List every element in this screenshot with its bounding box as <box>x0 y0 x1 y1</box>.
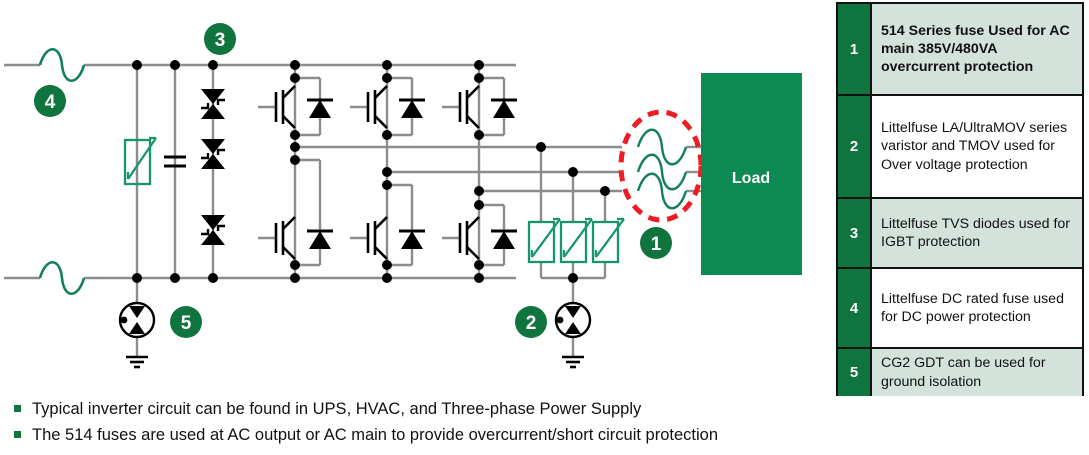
fuse-ac-c <box>636 172 688 210</box>
bullet-notes: Typical inverter circuit can be found in… <box>0 398 1089 455</box>
legend-row: 3 Littelfuse TVS diodes used for IGBT pr… <box>838 199 1082 269</box>
varistor-phase-c <box>591 217 625 264</box>
legend-row: 2 Littelfuse LA/UltraMOV series varistor… <box>838 96 1082 199</box>
callout-badge-3: 3 <box>204 23 236 55</box>
bullet-square-icon <box>14 430 21 438</box>
legend-description: Littelfuse DC rated fuse used for DC pow… <box>872 269 1082 347</box>
legend-number: 2 <box>838 96 872 197</box>
ac-output-fuses <box>636 128 688 210</box>
igbt-symbols <box>274 85 480 260</box>
bullet-square-icon <box>14 405 21 412</box>
legend-number: 5 <box>838 349 872 396</box>
diode-a2 <box>307 229 333 249</box>
legend-row: 4 Littelfuse DC rated fuse used for DC p… <box>838 269 1082 349</box>
dc-varistor <box>123 136 157 186</box>
diode-a1 <box>307 98 333 118</box>
load-label: Load <box>732 170 770 187</box>
load-block: Load <box>701 73 802 275</box>
tvs-diode-1 <box>201 89 225 119</box>
bullet-item: Typical inverter circuit can be found in… <box>0 398 1089 422</box>
callout-3-label: 3 <box>215 30 226 51</box>
fuse-dc-negative <box>38 261 86 295</box>
dc-capacitor <box>164 155 186 168</box>
varistor-phase-b <box>559 217 593 264</box>
legend-description: 514 Series fuse Used for AC main 385V/48… <box>872 4 1082 94</box>
diode-c1 <box>491 98 517 118</box>
legend-table: 1 514 Series fuse Used for AC main 385V/… <box>836 2 1084 396</box>
callout-badge-1: 1 <box>640 227 672 259</box>
fuse-ac-b <box>636 153 688 191</box>
fuse-ac-a <box>636 128 688 166</box>
circuit-diagram: Load 4 3 5 2 1 <box>4 23 802 369</box>
bullet-text: The 514 fuses are used at AC output or A… <box>32 425 719 444</box>
callout-4-label: 4 <box>45 92 56 113</box>
legend-description: Littelfuse TVS diodes used for IGBT prot… <box>872 199 1082 267</box>
legend-number: 1 <box>838 4 872 94</box>
freewheeling-diodes <box>307 98 517 249</box>
varistor-phase-a <box>527 217 561 264</box>
fuse-dc-positive <box>38 48 86 82</box>
legend-number: 4 <box>838 269 872 347</box>
bullet-item: The 514 fuses are used at AC output or A… <box>0 424 1089 448</box>
legend-row: 1 514 Series fuse Used for AC main 385V/… <box>838 4 1082 96</box>
gdt-left <box>118 301 156 369</box>
tvs-diode-3 <box>201 215 225 245</box>
diode-b2 <box>399 229 425 249</box>
tvs-diode-stack <box>201 89 225 245</box>
output-varistors <box>527 217 625 264</box>
callout-badge-5: 5 <box>170 306 202 338</box>
diode-c2 <box>491 229 517 249</box>
legend-number: 3 <box>838 199 872 267</box>
junction-dots <box>132 60 610 283</box>
gdt-right <box>554 301 592 369</box>
callout-5-label: 5 <box>181 313 192 334</box>
diode-b1 <box>399 98 425 118</box>
legend-description: CG2 GDT can be used for ground isolation <box>872 349 1082 396</box>
callout-1-label: 1 <box>651 234 662 255</box>
wire-network <box>4 63 701 357</box>
callout-badge-2: 2 <box>515 306 547 338</box>
callout-2-label: 2 <box>526 313 537 334</box>
callout-badges: 4 3 5 2 1 <box>34 23 672 338</box>
legend-description: Littelfuse LA/UltraMOV series varistor a… <box>872 96 1082 197</box>
bullet-text: Typical inverter circuit can be found in… <box>32 400 642 418</box>
dc-input-fuses <box>38 48 86 295</box>
legend-row: 5 CG2 GDT can be used for ground isolati… <box>838 349 1082 396</box>
callout-badge-4: 4 <box>34 85 66 117</box>
tvs-diode-2 <box>201 139 225 169</box>
